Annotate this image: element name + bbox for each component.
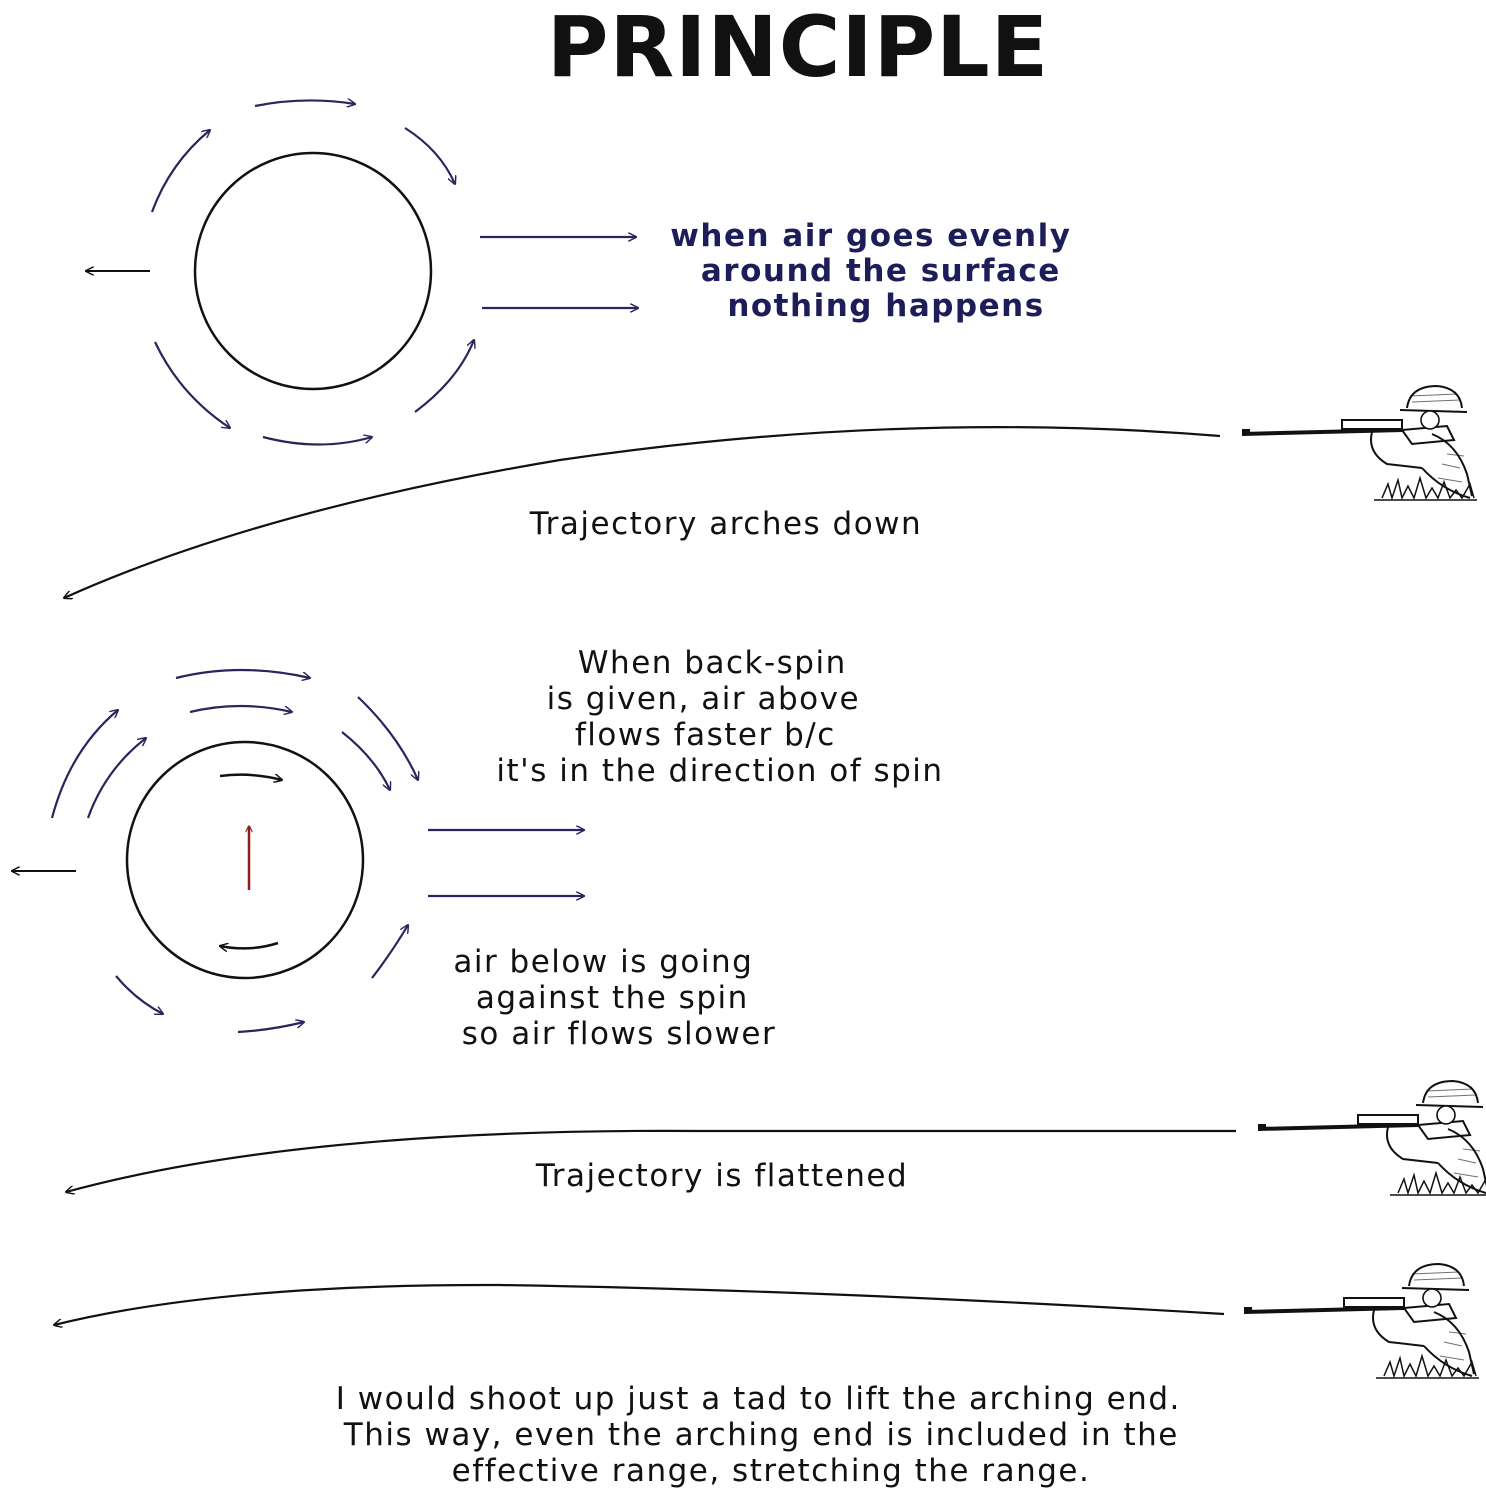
note-line: I would shoot up just a tad to lift the …	[336, 1381, 1181, 1417]
trajectory-aimed-up: I would shoot up just a tad to lift the …	[54, 1264, 1479, 1489]
trajectory-curve	[54, 1283, 1225, 1325]
flow-arrow	[237, 1022, 304, 1034]
caption-line: it's in the direction of spin	[496, 753, 943, 789]
air-above-caption: When back-spin is given, air above flows…	[496, 645, 943, 789]
flow-arrow	[50, 710, 118, 819]
back-spin-panel: When back-spin is given, air above flows…	[12, 645, 943, 1052]
spin-arrow	[220, 941, 279, 948]
caption-line: so air flows slower	[462, 1016, 776, 1052]
trajectory-curve	[66, 1129, 1236, 1192]
flow-arrow	[357, 696, 418, 780]
flow-arrow	[150, 130, 210, 213]
flow-arrow	[175, 668, 310, 678]
flow-arrow	[154, 341, 230, 428]
trajectory-arches-down: Trajectory arches down	[64, 386, 1477, 598]
flow-arrow	[262, 437, 372, 446]
note-line: This way, even the arching end is includ…	[343, 1417, 1179, 1453]
flow-arrow	[86, 738, 146, 819]
flow-arrow	[414, 340, 474, 413]
caption-line: around the surface	[701, 253, 1061, 289]
flow-arrow	[341, 731, 390, 790]
no-spin-caption: when air goes evenly around the surface …	[670, 218, 1083, 324]
caption-line: nothing happens	[727, 288, 1044, 324]
caption-line: is given, air above	[547, 681, 860, 717]
spin-arrow	[219, 773, 282, 780]
caption-line: flows faster b/c	[575, 717, 836, 753]
rifleman-figure	[1258, 1081, 1486, 1195]
aiming-note: I would shoot up just a tad to lift the …	[336, 1381, 1192, 1489]
trajectory-flattened: Trajectory is flattened	[66, 1081, 1486, 1195]
flow-arrow	[189, 704, 292, 712]
caption-line: When back-spin	[578, 645, 847, 681]
ball-circle	[125, 740, 365, 980]
flow-arrow	[371, 925, 408, 979]
flow-arrow	[404, 127, 455, 184]
trajectory-label: Trajectory arches down	[529, 506, 922, 542]
caption-line: air below is going	[453, 944, 753, 980]
trajectory-curve	[64, 426, 1221, 598]
caption-line: against the spin	[476, 980, 749, 1016]
flow-arrow	[115, 975, 163, 1014]
no-spin-panel: when air goes evenly around the surface …	[86, 100, 1083, 446]
caption-line: when air goes evenly	[670, 218, 1071, 254]
ball-circle	[193, 151, 433, 391]
page-title: PRINCIPLE	[547, 0, 1049, 96]
rifleman-figure	[1242, 386, 1477, 500]
note-line: effective range, stretching the range.	[452, 1453, 1091, 1489]
trajectory-label: Trajectory is flattened	[535, 1158, 908, 1194]
rifleman-figure	[1244, 1264, 1479, 1378]
air-below-caption: air below is going against the spin so a…	[453, 944, 776, 1052]
flow-arrow	[254, 100, 355, 106]
